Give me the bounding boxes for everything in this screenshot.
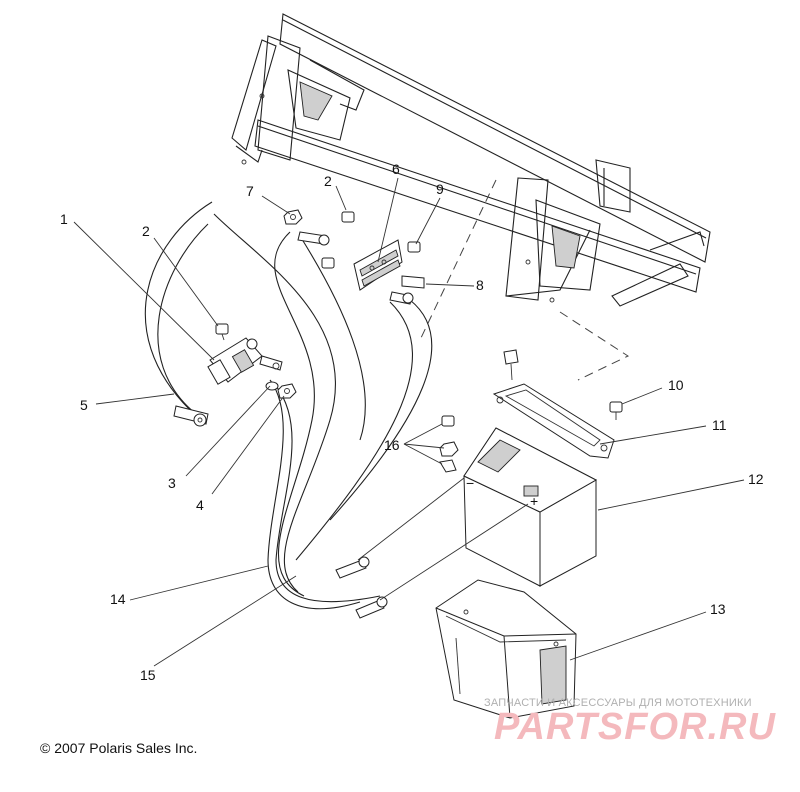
- bolt-2-left: [215, 323, 229, 341]
- battery-cable-lug-15: [355, 596, 388, 619]
- nut-4: [277, 383, 297, 399]
- terminal-hardware-16: [439, 415, 459, 473]
- callout-14: 14: [110, 591, 126, 607]
- connector-8: [389, 275, 425, 305]
- callout-5: 5: [80, 397, 88, 413]
- cable-lug-5: [173, 405, 209, 427]
- callout-4: 4: [196, 497, 204, 513]
- leader-lines: [73, 177, 745, 667]
- callout-15: 15: [140, 667, 156, 683]
- mounting-guide-line: [559, 311, 630, 381]
- watermark-tagline: ЗАПЧАСТИ И АКСЕССУАРЫ ДЛЯ МОТОТЕХНИКИ: [484, 697, 752, 709]
- callout-numbers: 1 2 3 4 5 6 7 8 9 2 10 11 12 13 14 15 16: [60, 161, 764, 683]
- washer-3: [259, 355, 283, 391]
- bolt-10: [609, 401, 623, 420]
- copyright-notice: © 2007 Polaris Sales Inc.: [40, 740, 198, 756]
- bolt-2-right: [321, 211, 355, 269]
- bracket-bolt: [503, 349, 519, 381]
- negative-terminal-label: −: [466, 475, 474, 491]
- terminal-block-6: [353, 239, 403, 291]
- battery-12: − +: [463, 427, 598, 587]
- positive-terminal-label: +: [530, 493, 538, 509]
- callout-12: 12: [748, 471, 764, 487]
- callout-8: 8: [476, 277, 484, 293]
- starter-solenoid-1: [207, 337, 263, 385]
- callout-13: 13: [710, 601, 726, 617]
- bolt-9: [407, 241, 421, 253]
- battery-box-13: [435, 579, 577, 719]
- callout-11: 11: [712, 417, 727, 433]
- callout-9: 9: [436, 181, 444, 197]
- callout-3: 3: [168, 475, 176, 491]
- callout-16: 16: [384, 437, 400, 453]
- callout-1: 1: [60, 211, 68, 227]
- callout-2-right: 2: [324, 173, 332, 189]
- callout-2-left: 2: [142, 223, 150, 239]
- vehicle-frame: [231, 13, 711, 307]
- cable-end-upper: [297, 231, 330, 246]
- cable-bundle: [144, 201, 433, 610]
- callout-10: 10: [668, 377, 684, 393]
- battery-cable-lug-14: [335, 556, 370, 579]
- callout-6: 6: [392, 161, 400, 177]
- callout-7: 7: [246, 183, 254, 199]
- watermark-logo: PARTSFOR.RU: [494, 706, 776, 748]
- hold-down-bracket-11: [492, 383, 615, 459]
